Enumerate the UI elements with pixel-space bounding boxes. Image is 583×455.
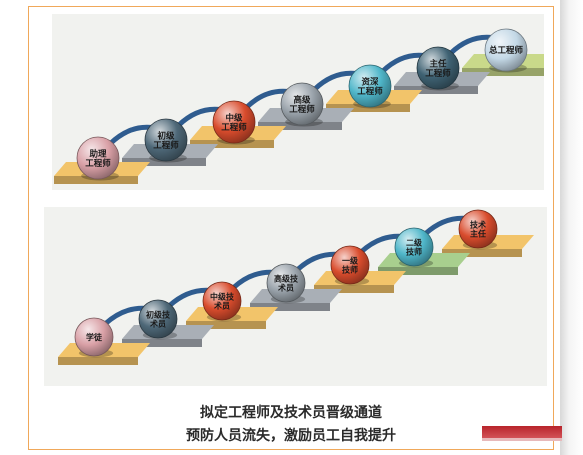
- figure-frame: [28, 6, 554, 450]
- level-label: 资深工程师: [357, 76, 383, 97]
- level-label: 高级工程师: [289, 94, 315, 115]
- level-label: 高级技术员: [274, 273, 299, 292]
- level-label: 初级工程师: [153, 130, 179, 151]
- level-node: 资深工程师: [348, 64, 392, 109]
- level-label: 二级技师: [406, 237, 423, 256]
- level-node: 高级工程师: [280, 82, 324, 127]
- level-node: 主任工程师: [416, 46, 460, 91]
- technician-track-panel: 学徒 初级技术员 中级技术员 高级技术员 一级技师 二级技师 技术主任: [44, 207, 547, 386]
- level-node: 中级工程师: [212, 100, 256, 145]
- level-label: 中级技术员: [210, 291, 235, 310]
- level-label: 一级技师: [342, 255, 359, 274]
- engineer-staircase-diagram: 助理工程师 初级工程师 中级工程师 高级工程师 资深工程师 主任工程师 总工程师: [54, 28, 544, 184]
- level-label: 助理工程师: [85, 148, 111, 169]
- engineer-track-panel: 助理工程师 初级工程师 中级工程师 高级工程师 资深工程师 主任工程师 总工程师: [52, 14, 544, 190]
- level-node: 初级技术员: [138, 299, 178, 340]
- level-node: 技术主任: [458, 209, 498, 250]
- level-node: 初级工程师: [144, 118, 188, 163]
- technician-staircase-diagram: 学徒 初级技术员 中级技术员 高级技术员 一级技师 二级技师 技术主任: [58, 209, 534, 365]
- level-node: 总工程师: [484, 28, 528, 73]
- page-edge-shadow: [560, 0, 583, 455]
- level-label: 初级技术员: [146, 309, 171, 328]
- level-label: 总工程师: [489, 45, 524, 56]
- level-label: 技术主任: [470, 219, 486, 238]
- level-node: 二级技师: [394, 227, 434, 268]
- level-node: 助理工程师: [76, 136, 120, 181]
- level-node: 学徒: [74, 317, 114, 358]
- level-node: 高级技术员: [266, 263, 306, 304]
- level-label: 主任工程师: [425, 58, 451, 79]
- level-label: 中级工程师: [221, 112, 247, 133]
- level-label: 学徒: [86, 332, 103, 342]
- decorative-red-bar-highlight: [482, 438, 562, 441]
- caption-line-1: 拟定工程师及技术员晋级通道: [200, 405, 382, 421]
- caption-line-2: 预防人员流失，激励员工自我提升: [186, 428, 396, 444]
- level-node: 中级技术员: [202, 281, 242, 322]
- level-node: 一级技师: [330, 245, 370, 286]
- decorative-red-bar: [482, 426, 562, 440]
